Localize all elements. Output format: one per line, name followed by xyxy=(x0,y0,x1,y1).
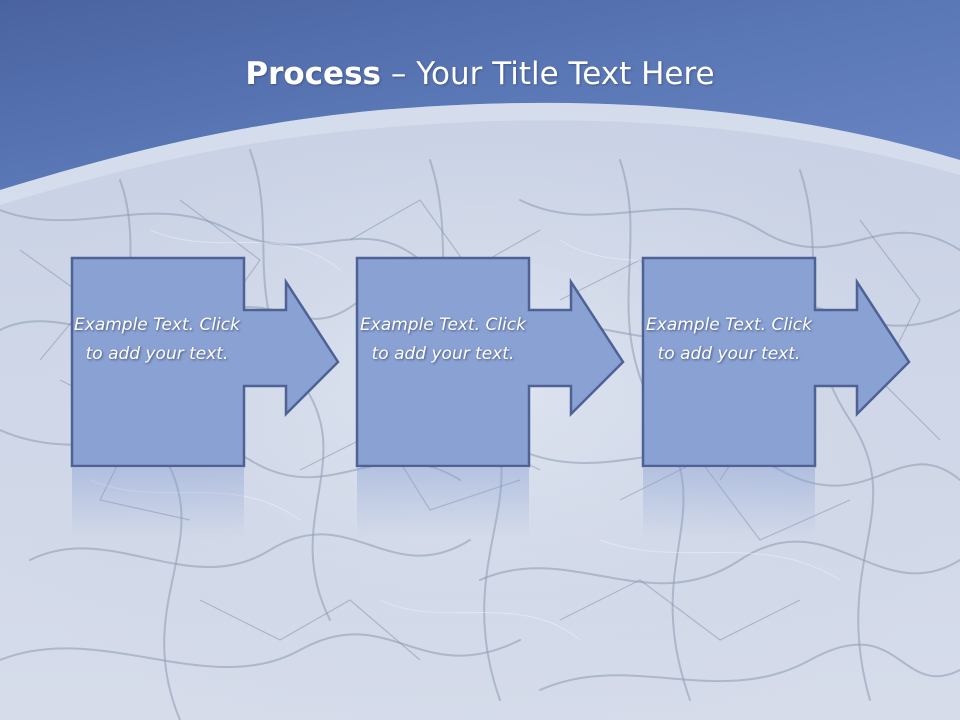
title-rest-part: – Your Title Text Here xyxy=(381,56,715,92)
slide-title[interactable]: Process – Your Title Text Here xyxy=(0,50,960,98)
step-3-label[interactable]: Example Text. Click to add your text. xyxy=(646,315,812,364)
step-2-label[interactable]: Example Text. Click to add your text. xyxy=(360,315,526,364)
step-3-arrow-box[interactable] xyxy=(641,256,911,468)
process-step-2[interactable] xyxy=(355,256,625,538)
step-1-arrow-box[interactable] xyxy=(70,256,340,468)
process-step-1[interactable] xyxy=(70,256,340,538)
step-2-arrow-box[interactable] xyxy=(355,256,625,468)
step-1-label[interactable]: Example Text. Click to add your text. xyxy=(74,315,240,364)
step-2-reflection xyxy=(357,468,529,538)
title-bold-part: Process xyxy=(245,56,381,92)
step-3-reflection xyxy=(643,468,815,538)
process-step-3[interactable] xyxy=(641,256,911,538)
step-1-reflection xyxy=(72,468,244,538)
